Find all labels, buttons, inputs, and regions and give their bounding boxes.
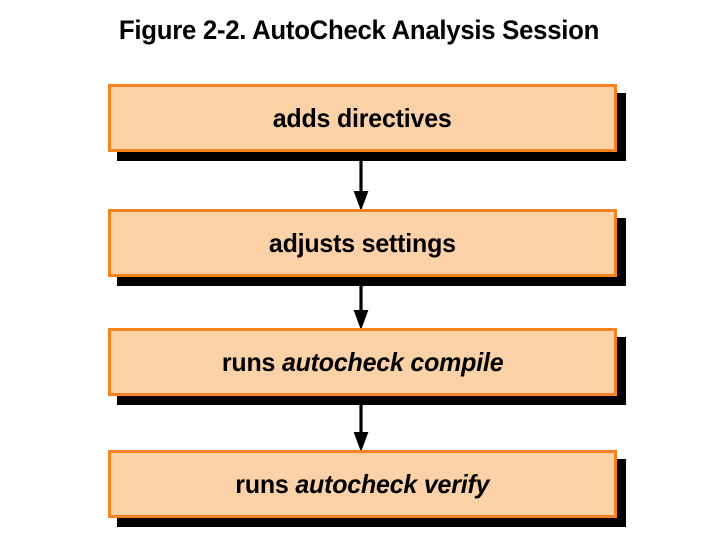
- node-label: runs autocheck verify: [235, 469, 489, 499]
- flow-node-runs-autocheck-verify[interactable]: runs autocheck verify: [108, 450, 626, 527]
- node-label-emphasis: autocheck compile: [281, 347, 504, 377]
- node-box: runs autocheck compile: [108, 328, 617, 396]
- node-label-text: adjusts settings: [269, 228, 456, 258]
- flow-node-adds-directives[interactable]: adds directives: [108, 84, 626, 161]
- arrow-down-icon-3: [349, 398, 373, 452]
- node-label-prefix: runs: [235, 469, 296, 499]
- node-label-text: adds directives: [273, 103, 452, 133]
- figure-title: Figure 2-2. AutoCheck Analysis Session: [118, 15, 600, 45]
- flow-node-adjusts-settings[interactable]: adjusts settings: [108, 209, 626, 286]
- node-label-prefix: runs: [221, 347, 282, 377]
- arrow-down-icon-1: [349, 155, 373, 211]
- node-box: runs autocheck verify: [108, 450, 617, 518]
- node-label: runs autocheck compile: [222, 347, 504, 377]
- node-label-emphasis: autocheck verify: [295, 469, 490, 499]
- flow-node-runs-autocheck-compile[interactable]: runs autocheck compile: [108, 328, 626, 405]
- node-box: adds directives: [108, 84, 617, 152]
- arrow-down-icon-2: [349, 278, 373, 330]
- node-label: adds directives: [273, 103, 452, 133]
- node-box: adjusts settings: [108, 209, 617, 277]
- node-label: adjusts settings: [269, 228, 456, 258]
